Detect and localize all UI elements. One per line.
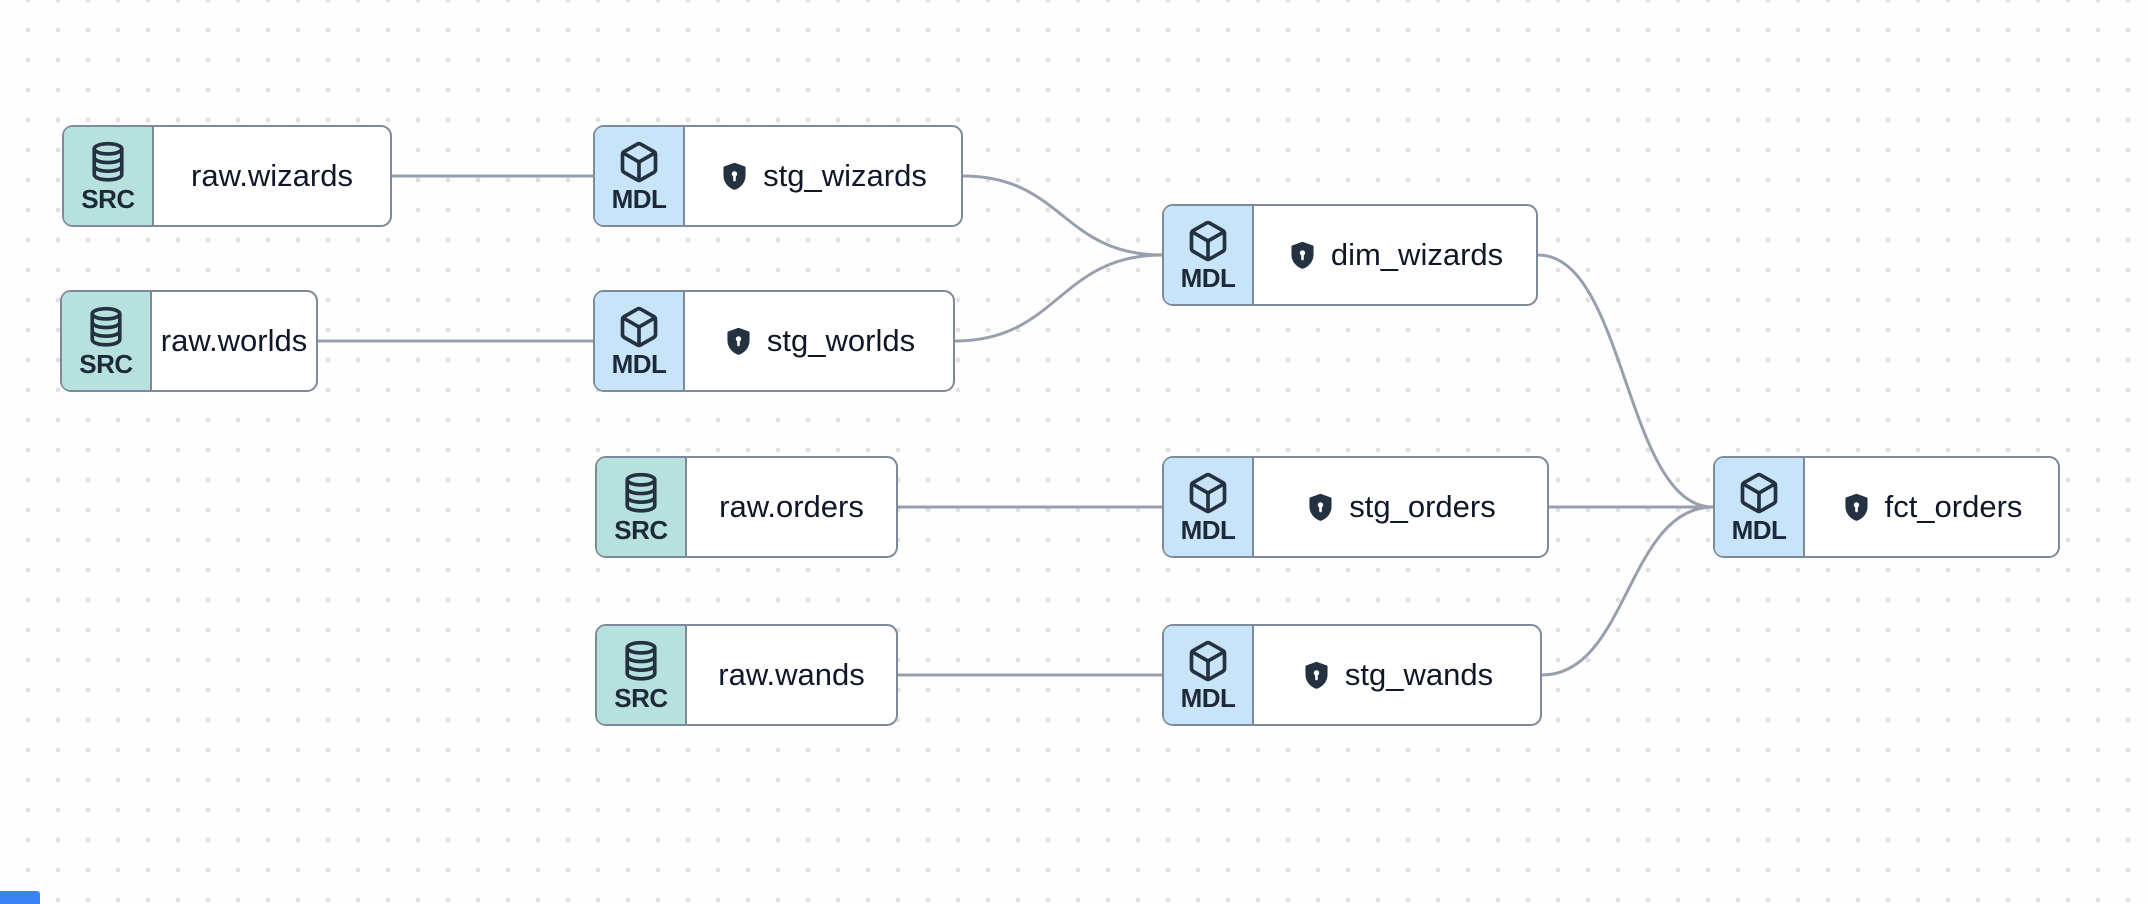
node-raw-wizards[interactable]: SRC raw.wizards: [62, 125, 392, 227]
node-label: raw.wizards: [191, 158, 353, 193]
node-label: raw.wands: [718, 657, 865, 692]
node-stg-wizards[interactable]: MDL stg_wizards: [593, 125, 963, 227]
model-badge: MDL: [1164, 206, 1254, 304]
edge-stg_worlds-dim_wizards: [954, 253, 1163, 343]
node-raw-wands[interactable]: SRC raw.wands: [595, 624, 898, 726]
node-stg-wands[interactable]: MDL stg_wands: [1162, 624, 1542, 726]
model-badge: MDL: [595, 292, 685, 390]
cube-icon: [1186, 639, 1230, 683]
node-raw-orders[interactable]: SRC raw.orders: [595, 456, 898, 558]
source-badge: SRC: [597, 626, 687, 724]
node-label: stg_orders: [1349, 489, 1496, 524]
shield-lock-icon: [1305, 491, 1336, 524]
edge-stg_wands-fct_orders: [1541, 505, 1714, 677]
edge-stg_wizards-dim_wizards: [962, 174, 1163, 257]
model-badge: MDL: [1164, 458, 1254, 556]
node-label: stg_wizards: [763, 158, 927, 193]
shield-lock-icon: [1287, 239, 1318, 272]
badge-label: MDL: [611, 349, 667, 379]
badge-label: SRC: [614, 515, 668, 545]
node-body: fct_orders: [1805, 458, 2058, 556]
node-body: stg_wands: [1254, 626, 1540, 724]
node-body: dim_wizards: [1254, 206, 1536, 304]
node-label: stg_wands: [1344, 657, 1494, 692]
canvas-control-partial[interactable]: [0, 891, 40, 904]
shield-lock-icon: [723, 325, 754, 358]
node-label: raw.orders: [719, 489, 864, 524]
model-badge: MDL: [1164, 626, 1254, 724]
database-icon: [86, 140, 130, 184]
node-body: stg_orders: [1254, 458, 1547, 556]
node-body: raw.orders: [687, 458, 896, 556]
badge-label: MDL: [1180, 683, 1236, 713]
edge-dim_wizards-fct_orders: [1537, 253, 1714, 509]
database-icon: [619, 471, 663, 515]
node-fct-orders[interactable]: MDL fct_orders: [1713, 456, 2060, 558]
node-body: stg_wizards: [685, 127, 961, 225]
cube-icon: [1186, 219, 1230, 263]
node-dim-wizards[interactable]: MDL dim_wizards: [1162, 204, 1538, 306]
badge-label: SRC: [614, 683, 668, 713]
node-raw-worlds[interactable]: SRC raw.worlds: [60, 290, 318, 392]
node-label: dim_wizards: [1330, 237, 1504, 272]
cube-icon: [617, 140, 661, 184]
node-stg-orders[interactable]: MDL stg_orders: [1162, 456, 1549, 558]
badge-label: MDL: [611, 184, 667, 214]
shield-lock-icon: [719, 160, 750, 193]
badge-label: SRC: [79, 349, 133, 379]
source-badge: SRC: [64, 127, 154, 225]
node-body: raw.worlds: [152, 292, 316, 390]
shield-lock-icon: [1301, 659, 1332, 692]
node-label: fct_orders: [1884, 489, 2023, 524]
model-badge: MDL: [1715, 458, 1805, 556]
node-label: raw.worlds: [160, 323, 308, 358]
cube-icon: [1186, 471, 1230, 515]
model-badge: MDL: [595, 127, 685, 225]
node-body: raw.wands: [687, 626, 896, 724]
node-body: stg_worlds: [685, 292, 953, 390]
node-stg-worlds[interactable]: MDL stg_worlds: [593, 290, 955, 392]
badge-label: MDL: [1180, 263, 1236, 293]
database-icon: [84, 305, 128, 349]
node-label: stg_worlds: [766, 323, 916, 358]
node-body: raw.wizards: [154, 127, 390, 225]
cube-icon: [1737, 471, 1781, 515]
source-badge: SRC: [62, 292, 152, 390]
database-icon: [619, 639, 663, 683]
source-badge: SRC: [597, 458, 687, 556]
badge-label: SRC: [81, 184, 135, 214]
shield-lock-icon: [1841, 491, 1872, 524]
cube-icon: [617, 305, 661, 349]
badge-label: MDL: [1180, 515, 1236, 545]
badge-label: MDL: [1731, 515, 1787, 545]
